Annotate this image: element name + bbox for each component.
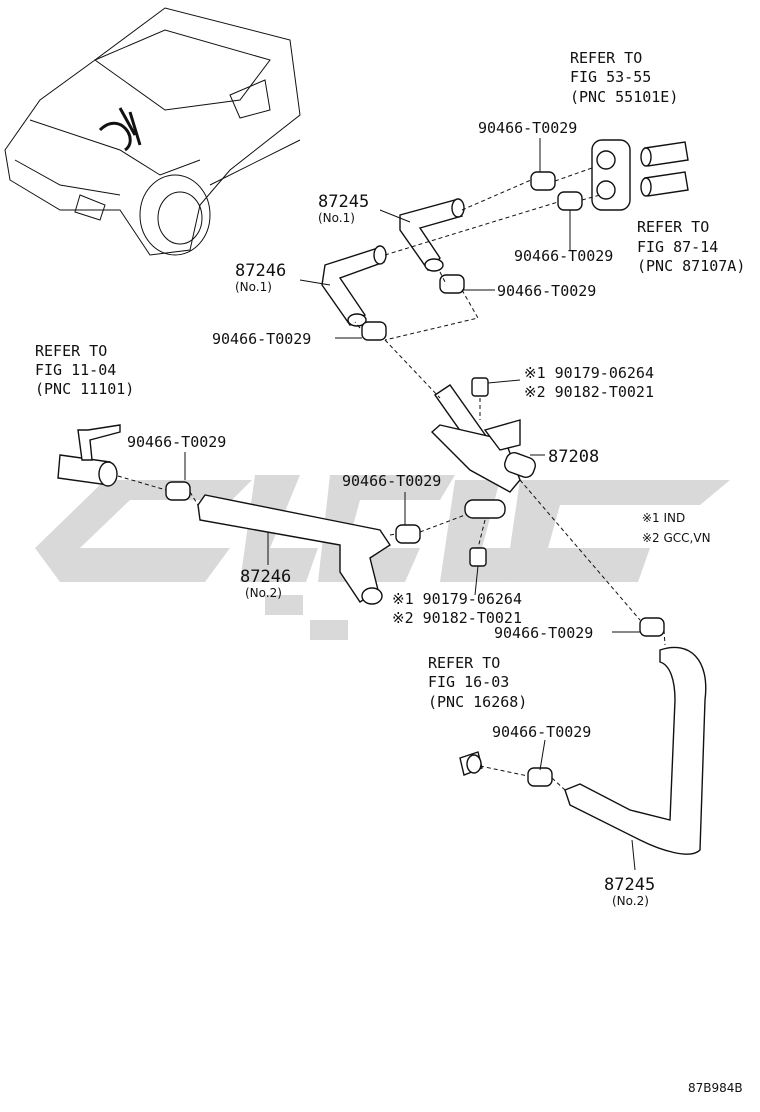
clamp-part-number: 90466-T0029 [514, 247, 613, 265]
clamp-part-number: 90466-T0029 [212, 330, 311, 348]
refer-label-fig16-line1: REFER TO [428, 654, 500, 672]
hose-87246-no1 [321, 245, 387, 327]
pipe-87208 [430, 384, 536, 519]
clamp-part-number: 90466-T0029 [478, 119, 577, 137]
hose-87245-no2 [564, 646, 707, 855]
part-number-87246-no1: 87246 [235, 261, 286, 281]
note-gcc-vn: ※2 GCC,VN [642, 531, 711, 545]
bolt-part-number-ind: ※1 90179-06264 [524, 364, 654, 382]
hose-87245-no1 [399, 198, 465, 272]
part-variant-no1: (No.1) [318, 211, 355, 225]
refer-label-fig53-line1: REFER TO [570, 49, 642, 67]
part-variant-no2: (No.2) [612, 894, 649, 908]
engine-port-bottom [459, 751, 483, 776]
bolt-part-number-ind: ※1 90179-06264 [392, 590, 522, 608]
part-number-87245-no2: 87245 [604, 875, 655, 895]
heater-unit-ports [591, 139, 689, 211]
bolt-part-number-gcc: ※2 90182-T0021 [524, 383, 654, 401]
engine-port-left [57, 424, 121, 487]
note-ind: ※1 IND [642, 511, 685, 525]
refer-label-fig53-line3: (PNC 55101E) [570, 88, 678, 106]
refer-label-fig11-line1: REFER TO [35, 342, 107, 360]
refer-label-fig53-line2: FIG 53-55 [570, 68, 651, 86]
refer-label-fig87-line3: (PNC 87107A) [637, 257, 745, 275]
refer-label-fig87-line2: FIG 87-14 [637, 238, 718, 256]
part-variant-no2: (No.2) [245, 586, 282, 600]
part-number-87208: 87208 [548, 447, 599, 467]
diagram-code: 87B984B [688, 1081, 743, 1095]
clamp-part-number: 90466-T0029 [127, 433, 226, 451]
refer-label-fig11-line2: FIG 11-04 [35, 361, 116, 379]
vehicle-sketch [4, 7, 301, 256]
leader-lines [184, 138, 640, 871]
refer-label-fig11-line3: (PNC 11101) [35, 380, 134, 398]
hose-87246-no2 [197, 494, 391, 605]
bolt-part-number-gcc: ※2 90182-T0021 [392, 609, 522, 627]
refer-label-fig16-line2: FIG 16-03 [428, 673, 509, 691]
refer-label-fig16-line3: (PNC 16268) [428, 693, 527, 711]
clamp-part-number: 90466-T0029 [494, 624, 593, 642]
clamp-part-number: 90466-T0029 [342, 472, 441, 490]
watermark-logo [35, 475, 730, 640]
clamp-part-number: 90466-T0029 [492, 723, 591, 741]
connection-lines [117, 167, 666, 791]
part-number-87246-no2: 87246 [240, 567, 291, 587]
hose-clamp [165, 171, 665, 787]
clamp-part-number: 90466-T0029 [497, 282, 596, 300]
refer-label-fig87-line1: REFER TO [637, 218, 709, 236]
part-number-87245-no1: 87245 [318, 192, 369, 212]
part-variant-no1: (No.1) [235, 280, 272, 294]
